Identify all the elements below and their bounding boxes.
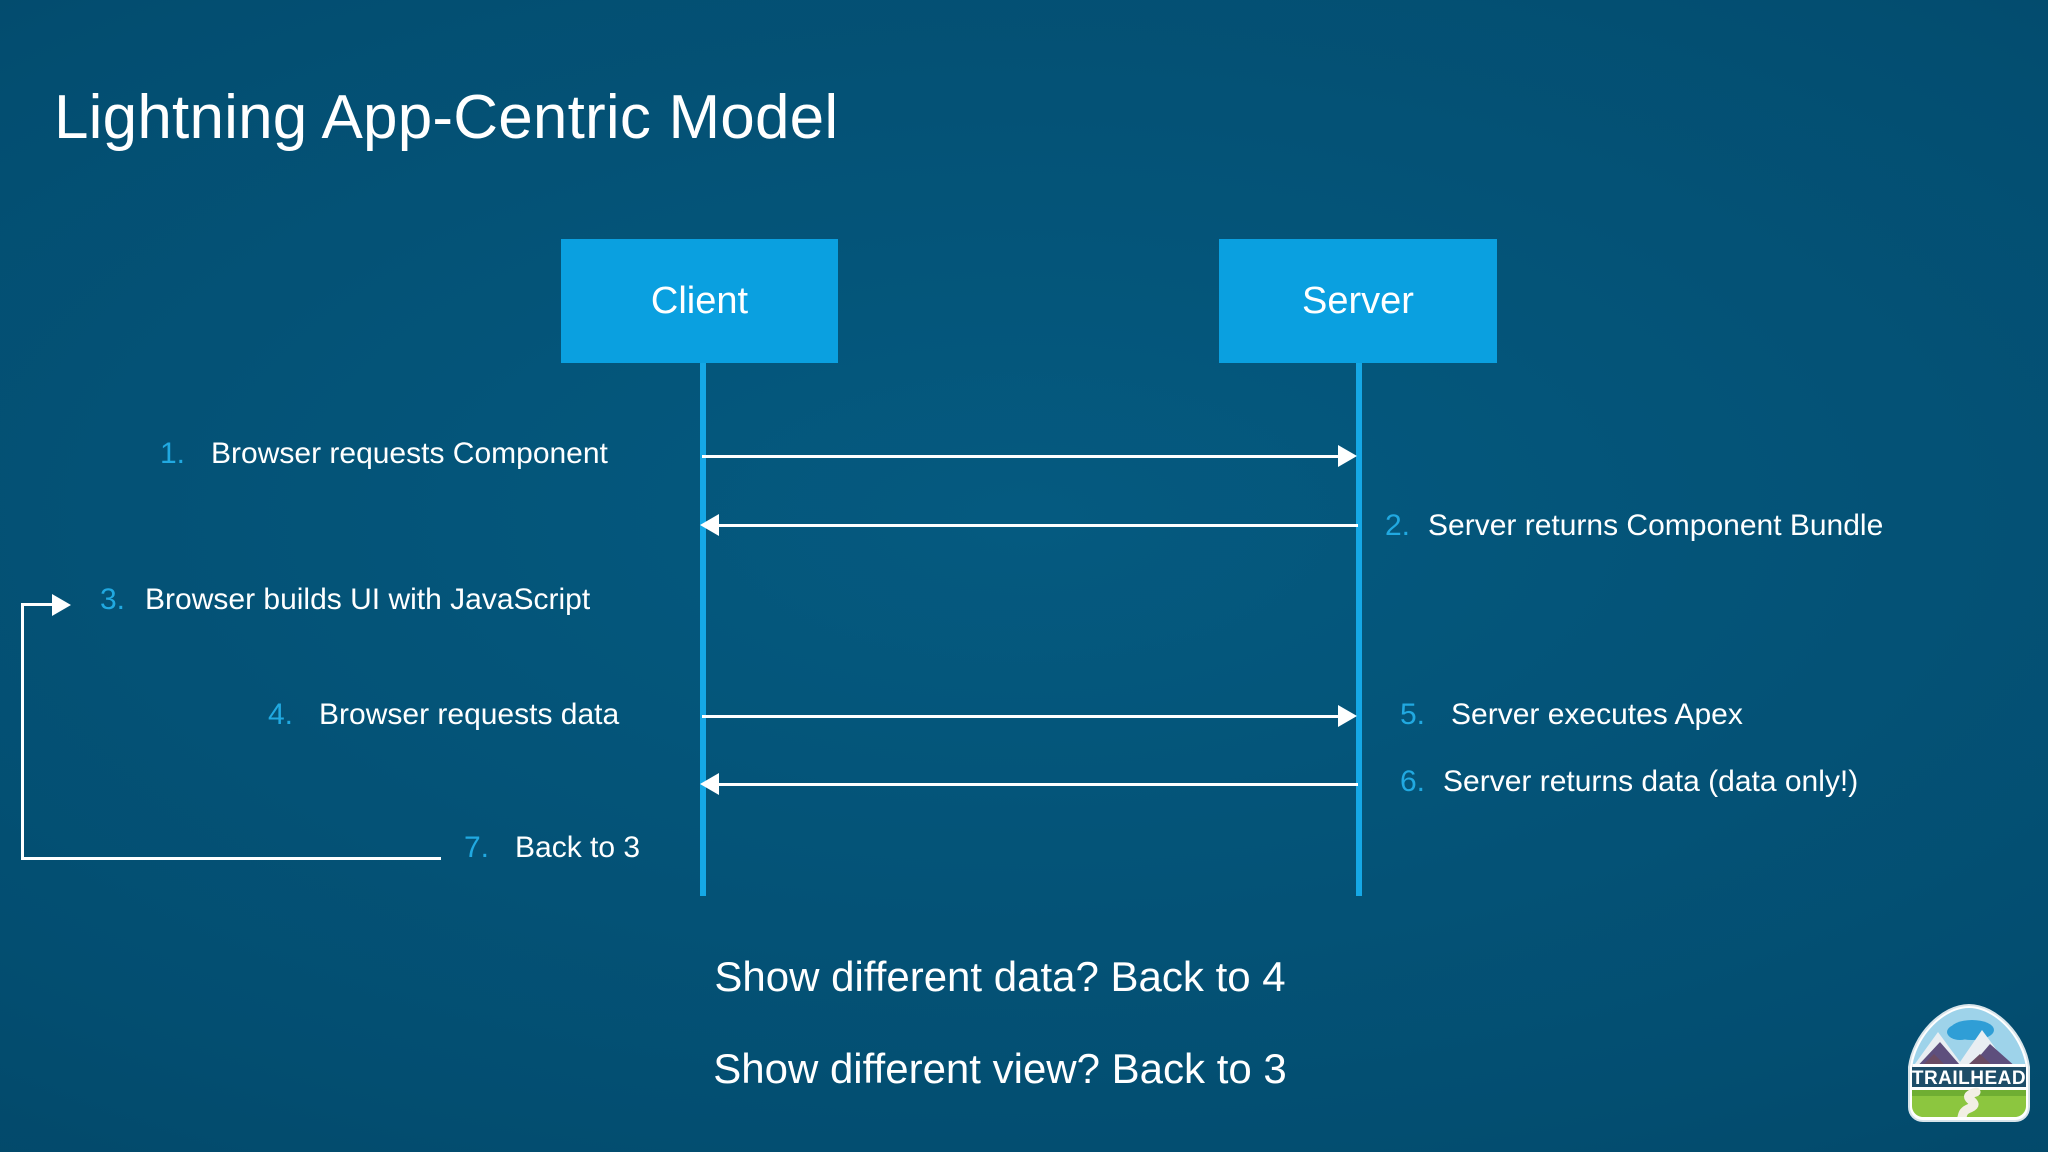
step-label-6: 6. Server returns data (data only!) bbox=[1400, 765, 1858, 799]
message-arrow-6-line bbox=[708, 783, 1358, 786]
step-text-7: Back to 3 bbox=[515, 831, 641, 864]
step-number-1: 1. bbox=[160, 437, 186, 470]
step-label-1: 1. Browser requests Component bbox=[160, 437, 608, 471]
step-label-7: 7. Back to 3 bbox=[464, 831, 640, 865]
step-text-3: Browser builds UI with JavaScript bbox=[145, 583, 591, 616]
loopback-vertical-segment bbox=[21, 603, 24, 860]
arrow-right-icon-4 bbox=[1338, 705, 1357, 727]
arrow-left-icon-2 bbox=[700, 514, 719, 536]
footer-question-1: Show different data? Back to 4 bbox=[714, 953, 1286, 1000]
arrow-right-icon-loopback bbox=[52, 594, 71, 616]
arrow-left-icon-6 bbox=[700, 773, 719, 795]
trailhead-logo: TRAILHEAD bbox=[1898, 1002, 2040, 1140]
step-label-2: 2. Server returns Component Bundle bbox=[1385, 509, 1883, 543]
step-number-4: 4. bbox=[268, 698, 294, 731]
step-label-5: 5. Server executes Apex bbox=[1400, 698, 1743, 732]
page-title: Lightning App-Centric Model bbox=[54, 83, 839, 152]
step-label-4: 4. Browser requests data bbox=[268, 698, 619, 732]
step-text-5: Server executes Apex bbox=[1451, 698, 1743, 731]
step-text-4: Browser requests data bbox=[319, 698, 620, 731]
loopback-bottom-segment bbox=[21, 857, 441, 860]
step-label-3: 3. Browser builds UI with JavaScript bbox=[100, 583, 590, 617]
step-number-5: 5. bbox=[1400, 698, 1426, 731]
step-number-6: 6. bbox=[1400, 765, 1426, 798]
step-text-6: Server returns data (data only!) bbox=[1443, 765, 1859, 798]
step-number-7: 7. bbox=[464, 831, 490, 864]
actor-label-client: Client bbox=[650, 279, 749, 322]
arrow-right-icon-1 bbox=[1338, 445, 1357, 467]
loopback-top-segment bbox=[21, 603, 59, 606]
trailhead-wordmark: TRAILHEAD bbox=[1912, 1068, 2026, 1089]
step-text-2: Server returns Component Bundle bbox=[1428, 509, 1884, 542]
step-number-2: 2. bbox=[1385, 509, 1411, 542]
step-text-1: Browser requests Component bbox=[211, 437, 608, 470]
message-arrow-2-line bbox=[708, 524, 1358, 527]
actor-label-server: Server bbox=[1302, 279, 1414, 322]
step-number-3: 3. bbox=[100, 583, 126, 616]
footer-question-2: Show different view? Back to 3 bbox=[713, 1045, 1287, 1092]
message-arrow-1-line bbox=[702, 455, 1352, 458]
message-arrow-4-line bbox=[702, 715, 1352, 718]
lifeline-client bbox=[700, 363, 706, 896]
lifeline-server bbox=[1356, 363, 1362, 896]
actor-box-client: Client bbox=[561, 239, 838, 363]
actor-box-server: Server bbox=[1219, 239, 1497, 363]
